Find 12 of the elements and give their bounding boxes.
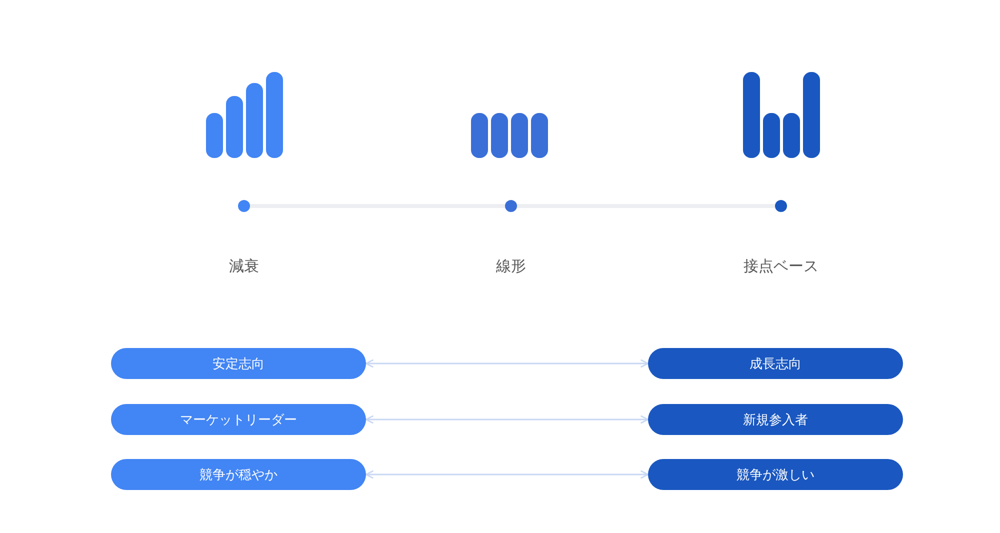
trait-pill: 成長志向 xyxy=(648,348,903,379)
stage-label: 接点ベース xyxy=(742,257,820,276)
trait-pill: 競争が激しい xyxy=(648,459,903,490)
stage-label: 線形 xyxy=(495,257,527,276)
stage-label: 減衰 xyxy=(228,257,260,276)
trait-pill: 新規参入者 xyxy=(648,404,903,435)
double-arrow xyxy=(365,415,649,424)
double-arrow xyxy=(365,359,649,368)
trait-pill: 競争が穏やか xyxy=(111,459,366,490)
trait-pill: 安定志向 xyxy=(111,348,366,379)
double-arrow xyxy=(365,470,649,479)
trait-pill: マーケットリーダー xyxy=(111,404,366,435)
